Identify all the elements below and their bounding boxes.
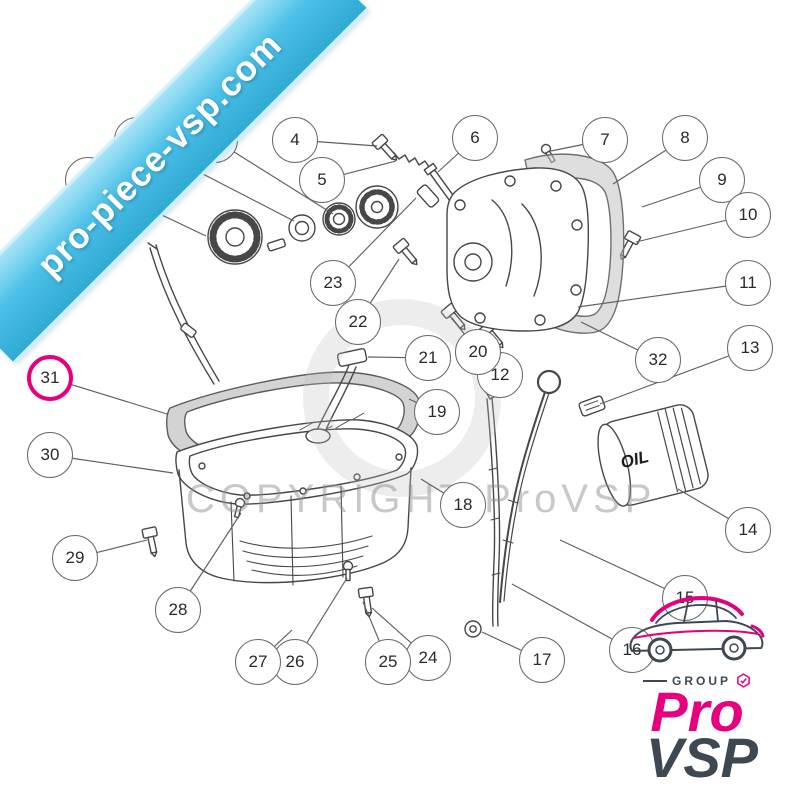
logo-brand: Pro VSP — [636, 680, 759, 789]
callout-17: 17 — [519, 637, 565, 683]
callout-22: 22 — [335, 299, 381, 345]
callout-30: 30 — [27, 432, 73, 478]
logo-vsp-text: VSP — [645, 725, 759, 789]
callout-29: 29 — [52, 535, 98, 581]
group-dash-left-icon — [642, 679, 667, 682]
callout-8: 8 — [662, 115, 708, 161]
callout-4: 4 — [272, 117, 318, 163]
callout-5: 5 — [299, 157, 345, 203]
hexagon-check-icon — [737, 673, 750, 688]
callout-28: 28 — [155, 587, 201, 633]
callout-11: 11 — [725, 260, 771, 306]
car-sketch-icon — [629, 596, 765, 663]
callout-9: 9 — [699, 157, 745, 203]
callout-25: 25 — [365, 639, 411, 685]
callout-7: 7 — [582, 117, 628, 163]
logo-group-row: GROUP — [642, 673, 751, 688]
callout-24: 24 — [405, 635, 451, 681]
callout-21: 21 — [405, 335, 451, 381]
callout-6: 6 — [452, 115, 498, 161]
provsp-logo: GROUP Pro VSP — [608, 578, 786, 789]
logo-group-label: GROUP — [671, 673, 731, 688]
callout-18: 18 — [440, 482, 486, 528]
logo-pro-text: Pro — [650, 680, 744, 743]
callout-13: 13 — [727, 325, 773, 371]
callout-27: 27 — [235, 639, 281, 685]
callout-31: 31 — [27, 355, 73, 401]
callout-23: 23 — [310, 260, 356, 306]
callout-19: 19 — [414, 389, 460, 435]
callout-32: 32 — [635, 337, 681, 383]
callout-14: 14 — [725, 507, 771, 553]
callout-10: 10 — [725, 192, 771, 238]
callout-20: 20 — [455, 329, 501, 375]
